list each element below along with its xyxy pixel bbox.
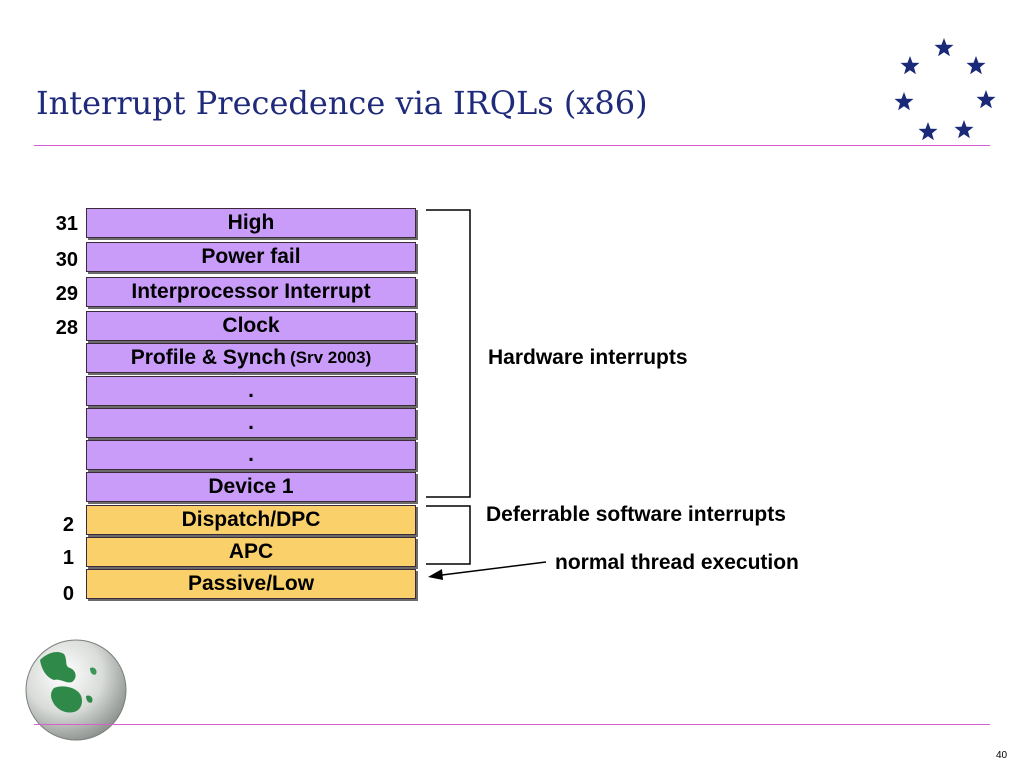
software-bracket <box>426 505 471 565</box>
irql-level-apc: APC <box>86 537 416 567</box>
irql-number-30: 30 <box>55 249 78 271</box>
irql-level-passive-low: Passive/Low <box>86 569 416 599</box>
irql-number-1: 1 <box>62 547 74 569</box>
irql-level-ellipsis-1: . <box>86 376 416 406</box>
globe-icon <box>25 639 127 741</box>
irql-number-2: 2 <box>62 514 74 536</box>
irql-number-28: 28 <box>55 317 78 339</box>
irql-level-profile-synch: Profile & Synch(Srv 2003) <box>86 343 416 373</box>
irql-number-31: 31 <box>55 213 78 235</box>
irql-level-device-1: Device 1 <box>86 472 416 502</box>
hardware-bracket <box>426 209 471 498</box>
page-number: 40 <box>996 750 1008 761</box>
irql-level-interprocessor: Interprocessor Interrupt <box>86 277 416 307</box>
irql-level-dispatch-dpc: Dispatch/DPC <box>86 505 416 535</box>
irql-level-ellipsis-2: . <box>86 408 416 438</box>
irql-level-ellipsis-3: . <box>86 440 416 470</box>
slide-title: Interrupt Precedence via IRQLs (x86) <box>36 84 648 122</box>
ring-of-stars-icon <box>894 38 996 141</box>
irql-level-power-fail: Power fail <box>86 242 416 272</box>
normal-thread-label: normal thread execution <box>555 551 799 574</box>
irql-number-0: 0 <box>62 583 74 605</box>
hardware-interrupts-label: Hardware interrupts <box>488 346 688 369</box>
irql-level-clock: Clock <box>86 311 416 341</box>
irql-level-high: High <box>86 208 416 238</box>
deferrable-software-label: Deferrable software interrupts <box>486 503 786 526</box>
title-divider <box>34 145 990 146</box>
profile-synch-note: (Srv 2003) <box>289 348 372 367</box>
footer-divider <box>34 724 990 725</box>
irql-number-29: 29 <box>55 283 78 305</box>
arrow-icon <box>428 561 547 580</box>
